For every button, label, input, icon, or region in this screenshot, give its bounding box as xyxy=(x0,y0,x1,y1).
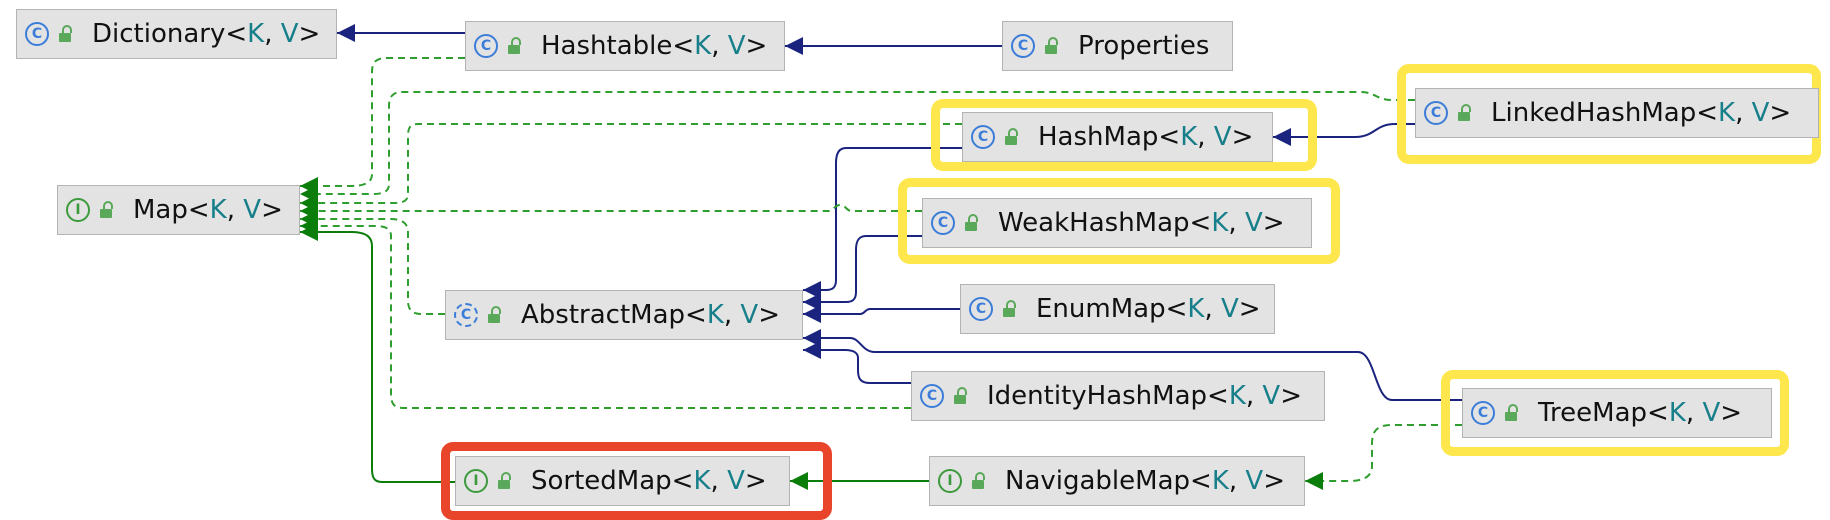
class-node-hashmap[interactable]: C HashMap<K, V> xyxy=(962,112,1273,162)
class-icon: C xyxy=(1011,34,1035,58)
edge-weakhashmap-extends-abstractmap xyxy=(803,235,922,311)
edge-treemap-implements-navigablemap xyxy=(1305,424,1462,490)
class-node-linkedhashmap[interactable]: C LinkedHashMap<K, V> xyxy=(1415,88,1819,138)
edge-hashmap-implements-map xyxy=(300,123,962,212)
node-label: Dictionary<K, V> xyxy=(92,19,321,49)
highlight-sortedmap xyxy=(441,442,832,520)
node-label: LinkedHashMap<K, V> xyxy=(1491,98,1792,128)
lock-icon xyxy=(1044,37,1058,55)
node-label: WeakHashMap<K, V> xyxy=(998,208,1285,238)
edge-hashtable-implements-map xyxy=(300,57,465,195)
lock-icon xyxy=(1002,300,1016,318)
class-node-dictionary[interactable]: C Dictionary<K, V> xyxy=(16,9,337,59)
edge-enummap-extends-abstractmap xyxy=(803,305,960,323)
lock-icon xyxy=(1004,128,1018,146)
interface-icon: I xyxy=(464,469,488,493)
lock-icon xyxy=(507,37,521,55)
edge-hashmap-extends-abstractmap xyxy=(803,147,962,299)
node-label: HashMap<K, V> xyxy=(1038,122,1254,152)
lock-icon xyxy=(971,472,985,490)
node-label: Map<K, V> xyxy=(133,195,283,225)
edge-identityhashmap-implements-map xyxy=(300,217,911,409)
interface-node-map[interactable]: I Map<K, V> xyxy=(57,185,300,235)
node-label: SortedMap<K, V> xyxy=(531,466,767,496)
lock-icon xyxy=(497,472,511,490)
interface-node-sortedmap[interactable]: I SortedMap<K, V> xyxy=(455,456,790,506)
highlight-treemap xyxy=(1441,370,1789,456)
class-icon: C xyxy=(971,125,995,149)
class-node-properties[interactable]: C Properties xyxy=(1002,21,1233,71)
lock-icon xyxy=(99,201,113,219)
node-label: Hashtable<K, V> xyxy=(541,31,768,61)
edge-linkedhashmap-implements-map xyxy=(300,91,1415,203)
abstract-class-icon: C xyxy=(454,303,478,327)
edge-treemap-extends-abstractmap xyxy=(803,329,1462,401)
class-icon: C xyxy=(969,297,993,321)
lock-icon xyxy=(953,387,967,405)
abstract-class-node-abstractmap[interactable]: C AbstractMap<K, V> xyxy=(445,290,803,340)
node-label: AbstractMap<K, V> xyxy=(521,300,780,330)
edge-linkedhashmap-extends-hashmap xyxy=(1273,123,1415,146)
class-node-enummap[interactable]: C EnumMap<K, V> xyxy=(960,284,1275,334)
class-node-identityhashmap[interactable]: C IdentityHashMap<K, V> xyxy=(911,371,1325,421)
class-node-weakhashmap[interactable]: C WeakHashMap<K, V> xyxy=(922,198,1312,248)
class-icon: C xyxy=(931,211,955,235)
class-node-hashtable[interactable]: C Hashtable<K, V> xyxy=(465,21,785,71)
highlight-hashmap xyxy=(931,99,1317,171)
interface-icon: I xyxy=(66,198,90,222)
edge-sortedmap-extends-map xyxy=(300,223,455,483)
lock-icon xyxy=(487,306,501,324)
node-label: Properties xyxy=(1078,31,1210,61)
class-icon: C xyxy=(1424,101,1448,125)
lock-icon xyxy=(964,214,978,232)
node-label: IdentityHashMap<K, V> xyxy=(987,381,1303,411)
highlight-weakhashmap xyxy=(898,178,1340,264)
class-node-treemap[interactable]: C TreeMap<K, V> xyxy=(1462,388,1772,438)
edge-weakhashmap-implements-map xyxy=(300,202,922,220)
class-icon: C xyxy=(1471,401,1495,425)
interface-icon: I xyxy=(938,469,962,493)
class-icon: C xyxy=(474,34,498,58)
node-label: EnumMap<K, V> xyxy=(1036,294,1261,324)
lock-icon xyxy=(58,25,72,43)
node-label: NavigableMap<K, V> xyxy=(1005,466,1286,496)
node-label: TreeMap<K, V> xyxy=(1538,398,1743,428)
lock-icon xyxy=(1504,404,1518,422)
class-icon: C xyxy=(25,22,49,46)
class-icon: C xyxy=(920,384,944,408)
lock-icon xyxy=(1457,104,1471,122)
edge-abstractmap-implements-map xyxy=(300,210,445,315)
interface-node-navigablemap[interactable]: I NavigableMap<K, V> xyxy=(929,456,1305,506)
edge-identityhashmap-extends-abstractmap xyxy=(803,341,911,384)
